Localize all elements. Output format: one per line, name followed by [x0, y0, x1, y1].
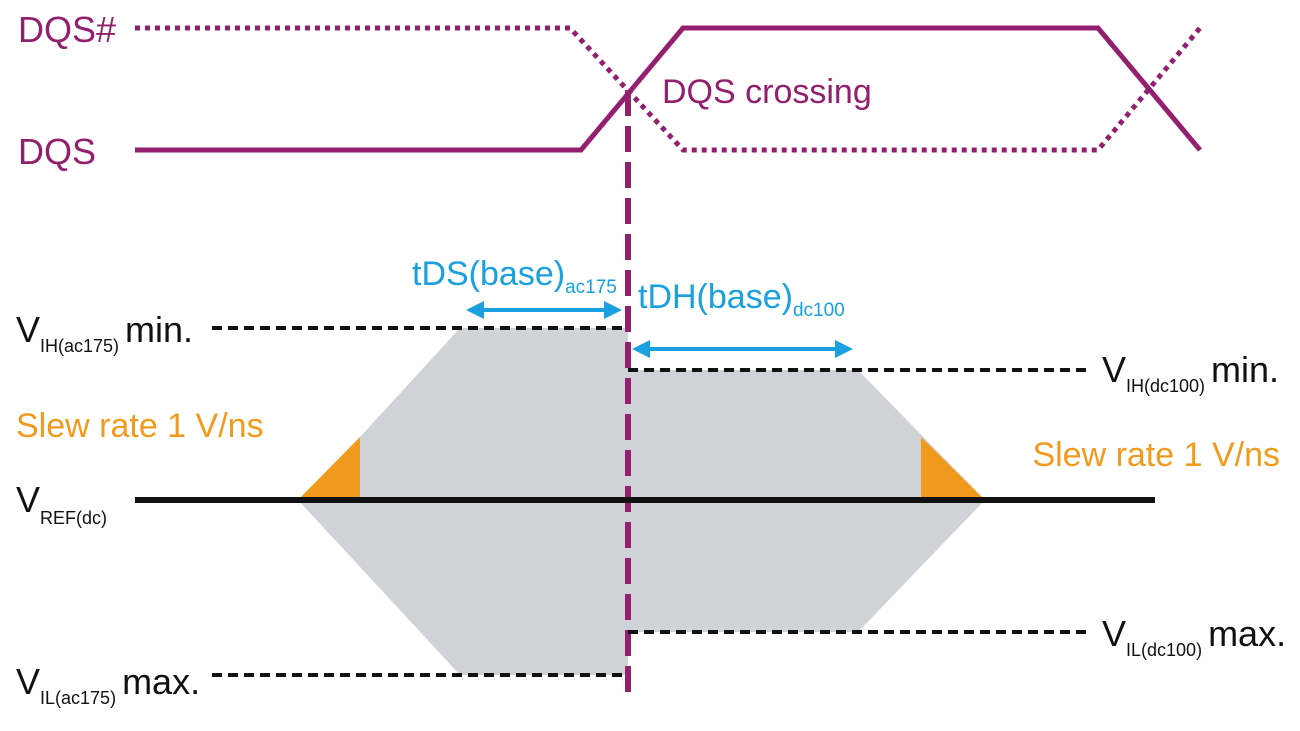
tdh-label: tDH(base)dc100	[638, 278, 845, 321]
vil-ac-label: VIL(ac175)max.	[16, 661, 200, 708]
slew-rate-left-label: Slew rate 1 V/ns	[16, 407, 264, 445]
dqs-crossing-label: DQS crossing	[662, 73, 872, 111]
vref-label: VREF(dc)	[16, 479, 107, 528]
vih-ac-label: VIH(ac175)min.	[16, 309, 193, 356]
slew-triangle-left	[298, 437, 360, 500]
dqs-waveform	[135, 25, 1202, 153]
dqs-label: DQS	[18, 131, 96, 172]
slew-rate-right-label: Slew rate 1 V/ns	[1032, 436, 1280, 474]
dqs-n-label: DQS#	[18, 9, 116, 50]
tdh-arrow	[632, 340, 853, 358]
slew-triangle-right	[921, 437, 985, 500]
vil-dc-label: VIL(dc100)max.	[1102, 613, 1286, 660]
tds-arrow	[466, 301, 622, 319]
dqs-n-waveform	[135, 25, 1202, 153]
tds-label: tDS(base)ac175	[412, 255, 617, 298]
vih-dc-label: VIH(dc100)min.	[1102, 349, 1279, 396]
